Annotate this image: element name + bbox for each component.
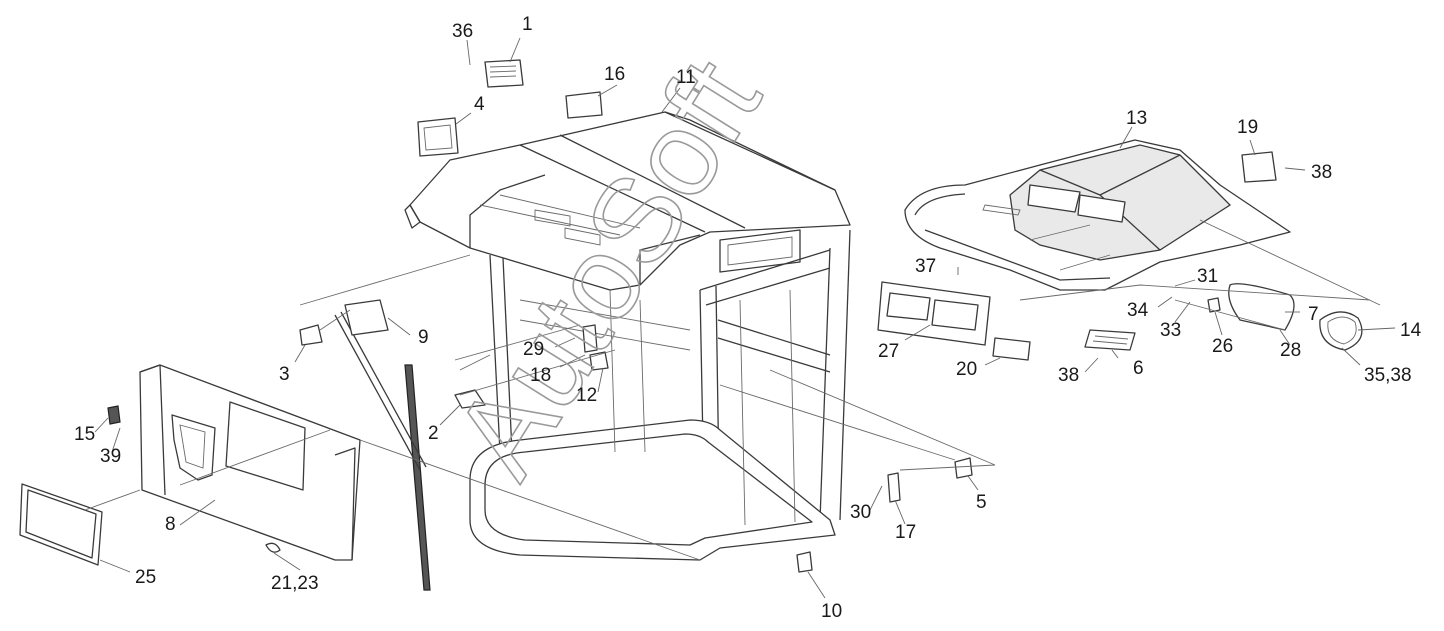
- callout-31: 31: [1197, 266, 1218, 287]
- callout-10: 10: [821, 601, 842, 622]
- callout-29: 29: [523, 339, 544, 360]
- callout-15: 15: [74, 424, 95, 445]
- callout-27: 27: [878, 341, 899, 362]
- callout-26: 26: [1212, 336, 1233, 357]
- callout-18: 18: [530, 365, 551, 386]
- door-panel: [139, 364, 361, 561]
- callout-6: 6: [1133, 358, 1144, 379]
- callout-38-top: 38: [1311, 162, 1332, 183]
- callout-36: 36: [452, 21, 473, 42]
- callout-12: 12: [576, 385, 597, 406]
- callout-34: 34: [1127, 300, 1149, 321]
- callout-11: 11: [676, 67, 696, 88]
- callout-9: 9: [418, 327, 429, 348]
- callout-21-23: 21,23: [271, 573, 319, 594]
- callout-5: 5: [976, 492, 987, 513]
- callout-8: 8: [165, 514, 176, 535]
- callout-4: 4: [474, 94, 485, 115]
- cab-roof-assembly: [404, 111, 851, 291]
- callout-14: 14: [1400, 320, 1422, 341]
- roof-panel: [904, 139, 1291, 291]
- callout-28: 28: [1280, 340, 1301, 361]
- leader-lines: [84, 37, 1396, 599]
- callout-35-38: 35,38: [1364, 365, 1412, 386]
- callout-37: 37: [915, 256, 936, 277]
- callout-19: 19: [1237, 117, 1258, 138]
- callout-7: 7: [1308, 304, 1319, 325]
- callout-25: 25: [135, 567, 156, 588]
- callout-38-bottom: 38: [1058, 365, 1079, 386]
- callout-16: 16: [604, 64, 625, 85]
- callout-13: 13: [1126, 108, 1147, 129]
- small-parts: [19, 59, 1363, 591]
- callout-17: 17: [895, 522, 916, 543]
- callout-1: 1: [522, 14, 533, 35]
- callout-labels: 1 36 16 11 4 13 19 38 37 31 34 33 7 14 2…: [74, 14, 1422, 622]
- callout-33: 33: [1160, 320, 1181, 341]
- cab-frame: [469, 229, 851, 561]
- callout-39: 39: [100, 446, 121, 467]
- callout-20: 20: [956, 359, 977, 380]
- callout-2: 2: [428, 423, 439, 444]
- callout-30: 30: [850, 502, 871, 523]
- callout-3: 3: [279, 364, 290, 385]
